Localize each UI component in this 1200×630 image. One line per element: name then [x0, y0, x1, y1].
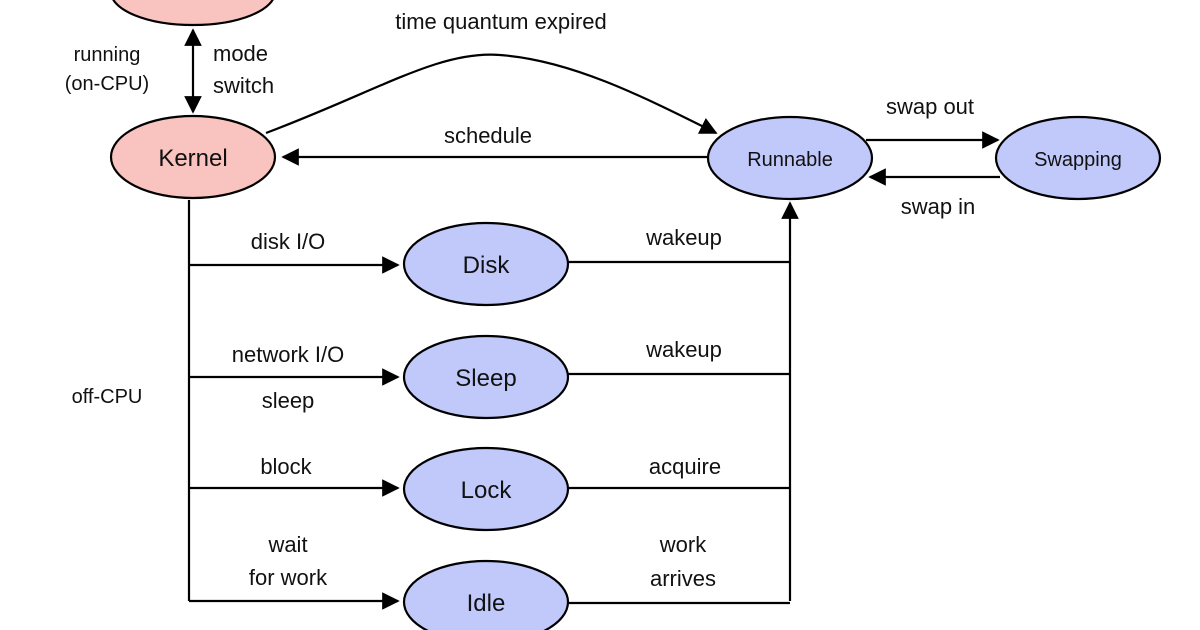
work-arrives-label-line2: arrives [650, 566, 716, 591]
swapping-node [994, 115, 1162, 201]
lock-node [402, 446, 570, 532]
off-cpu-label: off-CPU [72, 386, 143, 408]
wakeup-sleep-label: wakeup [645, 337, 722, 362]
runnable-node [706, 115, 874, 201]
disk-node [402, 221, 570, 307]
sleep-node [402, 334, 570, 420]
swap-in-label: swap in [901, 194, 976, 219]
acquire-label: acquire [649, 454, 721, 479]
mode-switch-label-line1: mode [213, 41, 268, 66]
sleep-edge-label: sleep [262, 388, 315, 413]
swap-out-label: swap out [886, 94, 974, 119]
wait-label-line2: for work [249, 565, 328, 590]
disk-io-label: disk I/O [251, 229, 326, 254]
work-arrives-label-line1: work [659, 532, 707, 557]
running-label-line1: running [74, 44, 141, 66]
user-node-partial [112, 0, 274, 27]
idle-label: Idle [467, 590, 506, 617]
runnable-label: Runnable [747, 149, 833, 171]
swapping-label: Swapping [1034, 149, 1122, 171]
sleep-label: Sleep [455, 365, 516, 392]
kernel-node [109, 114, 277, 200]
wait-label-line1: wait [267, 532, 307, 557]
lock-label: Lock [461, 477, 513, 504]
kernel-label: Kernel [158, 145, 227, 172]
block-label: block [260, 454, 312, 479]
idle-node [402, 559, 570, 630]
network-io-label: network I/O [232, 342, 344, 367]
time-quantum-label: time quantum expired [395, 9, 607, 34]
running-label-line2: (on-CPU) [65, 73, 149, 95]
schedule-label: schedule [444, 123, 532, 148]
preempt-curve-arrow [265, 53, 718, 135]
disk-label: Disk [463, 252, 511, 279]
mode-switch-label-line2: switch [213, 73, 274, 98]
wakeup-disk-label: wakeup [645, 225, 722, 250]
